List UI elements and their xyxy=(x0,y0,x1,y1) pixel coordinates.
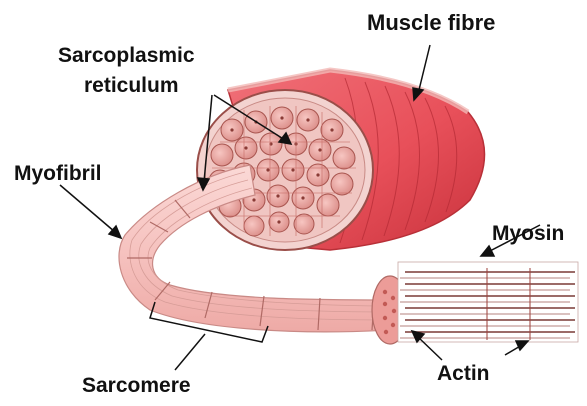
label-actin: Actin xyxy=(437,362,490,385)
fibre-cross-section xyxy=(197,90,373,250)
arrow-sarcomere xyxy=(175,334,205,370)
arrow-myofibril xyxy=(60,185,115,232)
label-sarcoplasmic-line2: reticulum xyxy=(84,74,179,97)
label-sarcoplasmic-line1: Sarcoplasmic xyxy=(58,44,195,67)
label-myosin: Myosin xyxy=(492,222,564,245)
label-muscle-fibre: Muscle fibre xyxy=(367,10,495,35)
label-myofibril: Myofibril xyxy=(14,162,102,185)
arrow-muscle-fibre xyxy=(418,45,430,94)
label-sarcomere: Sarcomere xyxy=(82,374,191,397)
filament-bundle xyxy=(398,262,578,342)
